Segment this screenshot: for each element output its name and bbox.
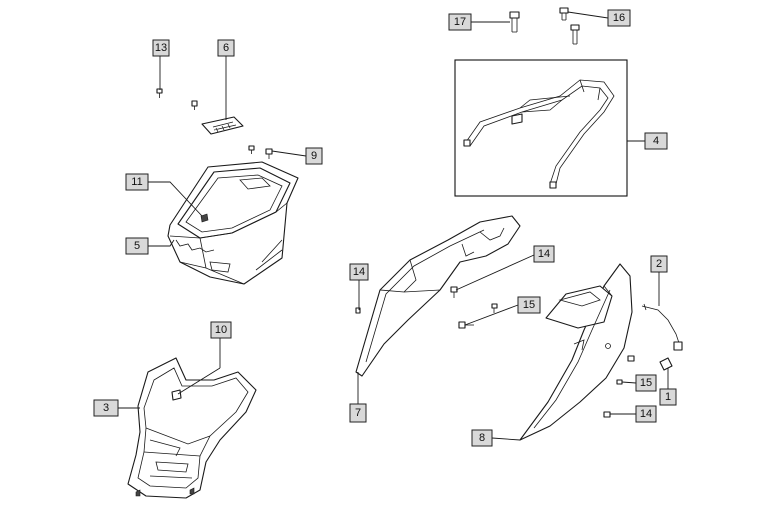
callout-10: 10 <box>210 321 232 339</box>
callout-4: 4 <box>644 132 668 150</box>
callout-label: 7 <box>355 407 361 419</box>
callout-9: 9 <box>305 147 323 165</box>
callout-label: 2 <box>656 258 662 270</box>
callout-2: 2 <box>650 255 668 273</box>
callout-label: 9 <box>311 150 317 162</box>
callout-3: 3 <box>93 399 119 417</box>
callout-6: 6 <box>217 39 235 57</box>
callout-14-left: 14 <box>349 263 369 281</box>
callout-1: 1 <box>659 388 677 406</box>
part-3-front-panel <box>127 357 257 499</box>
callout-label: 15 <box>640 377 652 389</box>
callout-7: 7 <box>349 403 367 423</box>
callout-8: 8 <box>471 429 493 447</box>
part-2-latch-cable <box>641 303 683 351</box>
callout-label: 14 <box>353 266 365 278</box>
part-13-screw <box>156 88 163 98</box>
leader-lines <box>118 11 669 441</box>
callout-14-upper: 14 <box>533 245 555 263</box>
callout-14-lower: 14 <box>635 405 657 423</box>
part-6-cover-plate <box>191 100 244 135</box>
part-9-screws <box>248 145 273 159</box>
callout-label: 1 <box>665 391 671 403</box>
callout-13: 13 <box>152 39 170 57</box>
callout-15-upper: 15 <box>517 296 541 314</box>
callout-15-lower: 15 <box>635 374 657 392</box>
callout-11: 11 <box>125 173 149 191</box>
callout-16: 16 <box>607 9 631 27</box>
callout-label: 6 <box>223 42 229 54</box>
callout-label: 8 <box>479 432 485 444</box>
part-4-rear-carrier <box>454 59 628 197</box>
callout-label: 3 <box>103 402 109 414</box>
part-7-left-side-cover <box>355 215 521 377</box>
part-5-storage-box <box>167 161 299 285</box>
callout-label: 15 <box>523 299 535 311</box>
callout-5: 5 <box>125 237 149 255</box>
callout-label: 10 <box>215 324 227 336</box>
callout-label: 11 <box>131 176 142 188</box>
callout-label: 4 <box>653 135 659 147</box>
part-17-bolt <box>509 11 520 33</box>
part-8-right-side-cover <box>519 263 633 441</box>
callout-label: 17 <box>454 16 466 28</box>
callout-label: 16 <box>613 12 625 24</box>
callout-label: 5 <box>134 240 140 252</box>
part-14-15-fasteners <box>450 286 635 418</box>
callout-label: 13 <box>155 42 167 54</box>
callout-label: 14 <box>538 248 550 260</box>
part-16-bolts <box>559 7 580 45</box>
callout-17: 17 <box>448 13 472 31</box>
part-10-clip <box>171 389 182 401</box>
callout-label: 14 <box>640 408 652 420</box>
part-1-clip <box>659 357 673 371</box>
